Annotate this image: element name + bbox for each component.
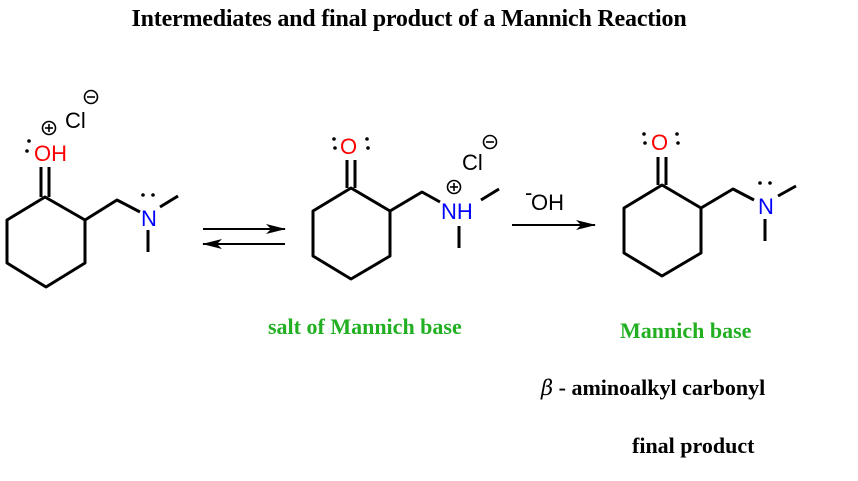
cyclohexane-ring [311, 186, 392, 281]
cyclohexane-ring [622, 183, 703, 278]
side-chain-bond [389, 190, 441, 213]
oxygen-atom-label: O [340, 134, 357, 159]
side-chain-bond [84, 198, 141, 222]
lone-pair-dot [642, 132, 646, 136]
minus-charge-icon [83, 89, 99, 105]
equilibrium-arrow [202, 224, 286, 249]
lone-pair-dot [768, 181, 772, 185]
n-methyl-bond [159, 194, 179, 209]
caption-final-product: final product [632, 433, 755, 458]
n-methyl-bond [480, 187, 500, 202]
reagent-label: OH [531, 190, 564, 215]
molecule-1-atoms: OH Cl N [25, 89, 157, 231]
lone-pair-dot [675, 132, 679, 136]
molecule-1-protonated-ketone [5, 167, 179, 289]
beta-caption-text: - aminoalkyl carbonyl [553, 375, 766, 400]
molecule-3-atoms: O N [642, 130, 774, 219]
oxygen-atom-label: OH [34, 141, 67, 166]
lone-pair-dot [333, 146, 337, 150]
plus-charge-icon [41, 120, 57, 136]
nitrogen-atom-label: N [141, 206, 157, 231]
caption-mannich-base: Mannich base [620, 318, 752, 343]
nitrogen-atom-label: N [758, 194, 774, 219]
chloride-label: Cl [65, 108, 86, 133]
lone-pair-dot [365, 137, 369, 141]
beta-symbol: β [541, 376, 554, 400]
nitrogen-atom-label: NH [441, 199, 473, 224]
n-methyl-bond [777, 184, 797, 198]
title-text: Intermediates and final product of a Man… [131, 6, 687, 32]
molecule-2-mannich-salt [311, 160, 500, 281]
diagram-title: Intermediates and final product of a Man… [0, 6, 858, 33]
chloride-label: Cl [462, 150, 483, 175]
lone-pair-dot [151, 193, 155, 197]
lone-pair-dot [676, 141, 680, 145]
lone-pair-dot [758, 181, 762, 185]
molecule-2-atoms: O Cl NH [332, 134, 498, 224]
lone-pair-dot [141, 193, 145, 197]
lone-pair-dot [25, 149, 29, 153]
lone-pair-dot [366, 146, 370, 150]
oxygen-atom-label: O [651, 130, 668, 155]
lone-pair-dot [27, 139, 31, 143]
reagent-charge: - [525, 180, 532, 205]
cyclohexane-ring [5, 195, 87, 289]
reaction-arrow: - OH [512, 180, 596, 230]
minus-charge-icon [482, 134, 498, 150]
lone-pair-dot [643, 141, 647, 145]
lone-pair-dot [332, 137, 336, 141]
side-chain-bond [700, 187, 755, 210]
caption-beta-aminoalkyl-carbonyl: β - aminoalkyl carbonyl [541, 375, 765, 401]
plus-charge-icon [446, 179, 462, 195]
molecule-3-mannich-base [622, 157, 797, 278]
caption-salt-of-mannich-base: salt of Mannich base [268, 314, 462, 339]
